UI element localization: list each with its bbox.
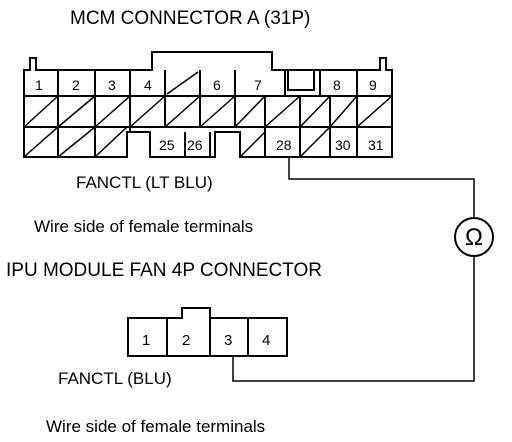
mcm-pin-26: 26 (187, 137, 203, 153)
mcm-pin-30: 30 (335, 137, 351, 153)
mcm-connector-title: MCM CONNECTOR A (31P) (70, 8, 310, 29)
mcm-pin-6: 6 (213, 77, 221, 93)
ipu-side-label: Wire side of female terminals (46, 417, 265, 436)
ipu-pin-3: 3 (224, 332, 232, 349)
blank-cavities (23, 71, 393, 158)
ohm-symbol: Ω (465, 224, 483, 251)
ohmmeter-icon: Ω (454, 217, 494, 257)
mcm-pin-2: 2 (72, 77, 80, 93)
ipu-pin-2: 2 (182, 332, 190, 349)
mcm-side-label: Wire side of female terminals (34, 217, 253, 236)
probe-lead-ipu (232, 256, 475, 382)
probe-lead-mcm (288, 157, 475, 218)
mcm-pin-7: 7 (254, 77, 262, 93)
mcm-pin-25: 25 (159, 137, 175, 153)
mcm-pin-1: 1 (35, 77, 43, 93)
mcm-pin-4: 4 (144, 77, 152, 93)
mcm-pin-28: 28 (276, 137, 292, 153)
ipu-pin-4: 4 (262, 332, 270, 349)
mcm-pin-3: 3 (108, 77, 116, 93)
ipu-pin-1: 1 (142, 332, 150, 349)
mcm-pin-31: 31 (368, 137, 384, 153)
mcm-pin-9: 9 (369, 77, 377, 93)
ipu-connector (127, 307, 288, 357)
mcm-pin-8: 8 (333, 77, 341, 93)
ipu-wire-label: FANCTL (BLU) (58, 369, 172, 388)
mcm-wire-label: FANCTL (LT BLU) (76, 173, 213, 192)
ipu-connector-title: IPU MODULE FAN 4P CONNECTOR (6, 260, 322, 281)
